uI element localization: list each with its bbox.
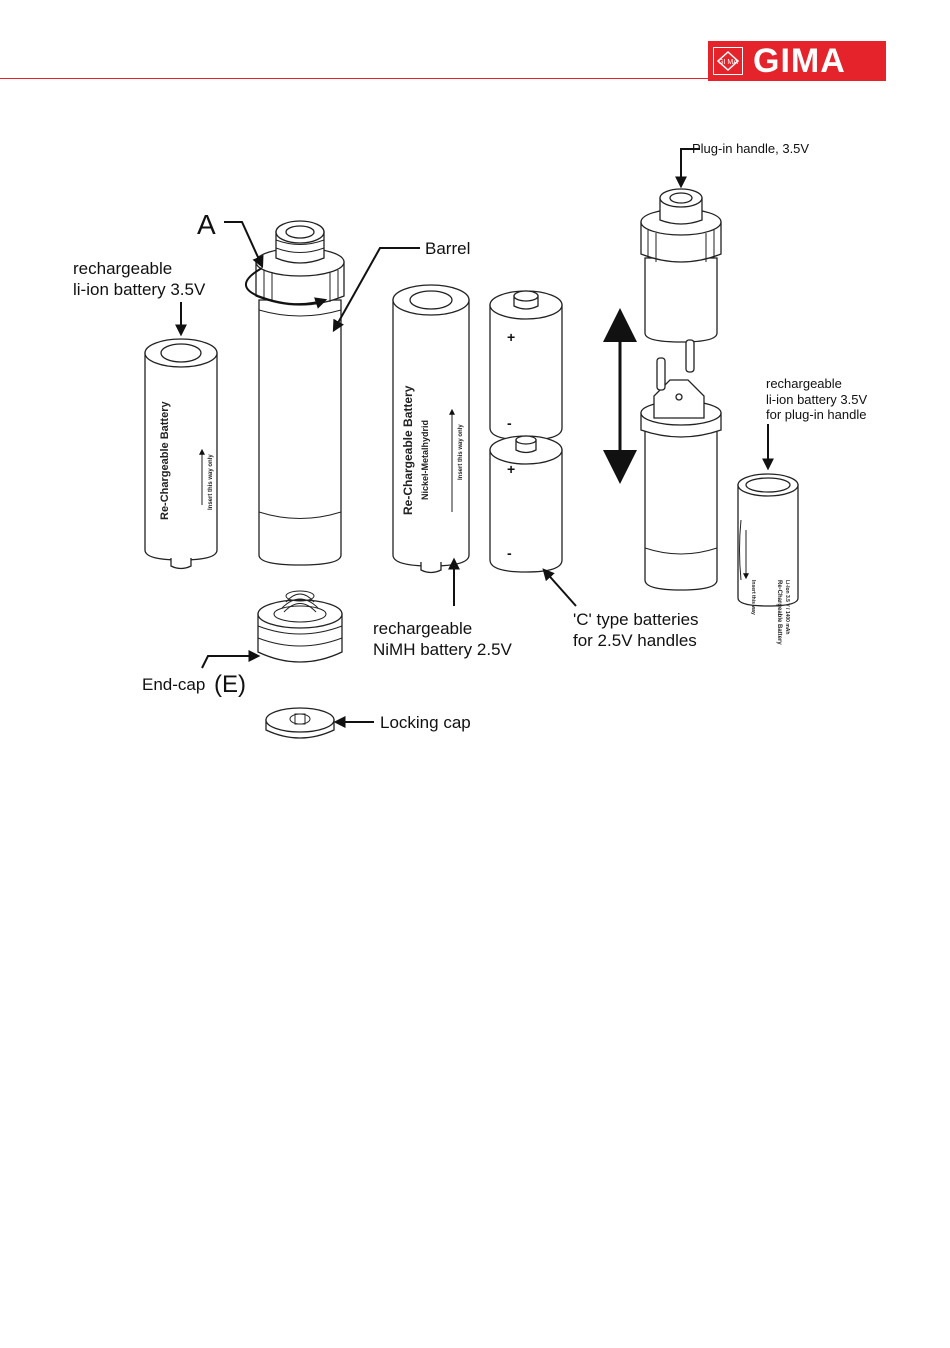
nimh-chem-text: Nickel-Metalhydrid <box>420 420 430 500</box>
c-top-plus: + <box>507 329 515 345</box>
barrel-pointer-icon <box>332 247 420 333</box>
liion-note-text: Insert this way only <box>208 454 214 510</box>
c-bottom-plus: + <box>507 461 515 477</box>
nimh-note-text: Insert this way only <box>458 424 464 480</box>
nimh-battery: Re-Chargeable Battery Nickel-Metalhydrid… <box>392 284 470 574</box>
label-endcap-marker: (E) <box>214 671 246 698</box>
label-plugin-batt-line1: rechargeable <box>766 376 842 391</box>
plugin-liion-battery: Re-Chargeable Battery Li-Ion 3.5 V / 140… <box>737 473 799 645</box>
label-nimh-line1: rechargeable <box>373 619 472 638</box>
label-liion-line1: rechargeable <box>73 259 172 278</box>
label-ctype-line2: for 2.5V handles <box>573 631 697 650</box>
label-barrel: Barrel <box>425 239 470 258</box>
plugin-handle-bottom <box>640 339 722 591</box>
label-locking-cap: Locking cap <box>380 713 471 732</box>
endcap-pointer-icon <box>201 650 261 669</box>
plugin-spec-text: Li-Ion 3.5 V / 1400 mAh <box>784 580 790 634</box>
c-type-battery-top: + - <box>489 290 563 441</box>
plugin-handle-pointer-icon <box>675 148 700 189</box>
plugin-note-text: Insert this way <box>750 580 756 615</box>
end-cap <box>257 590 343 663</box>
nimh-brand-text: Re-Chargeable Battery <box>401 385 415 515</box>
ctype-pointer-icon <box>542 568 577 607</box>
svg-text:GI MA: GI MA <box>718 59 738 66</box>
gima-logo: GI MA GIMA <box>708 41 886 81</box>
gima-badge-icon: GI MA <box>713 47 743 75</box>
liion-battery: Re-Chargeable Battery Insert this way on… <box>144 338 218 570</box>
header-rule <box>0 78 708 79</box>
barrel <box>245 220 345 566</box>
label-endcap: End-cap <box>142 675 205 694</box>
brand-name: GIMA <box>753 42 846 80</box>
a-pointer-icon <box>224 221 264 269</box>
locking-cap <box>265 707 335 739</box>
label-plugin-batt-line2: li-ion battery 3.5V <box>766 392 867 407</box>
liion-brand-text: Re-Chargeable Battery <box>159 401 171 520</box>
label-liion-line2: li-ion battery 3.5V <box>73 280 206 299</box>
double-arrow-icon <box>603 308 637 484</box>
label-plugin-batt-line3: for plug-in handle <box>766 407 866 422</box>
label-plugin-handle: Plug-in handle, 3.5V <box>692 141 809 156</box>
label-nimh-line2: NiMH battery 2.5V <box>373 640 513 659</box>
c-type-battery-bottom: + - <box>489 435 563 573</box>
plugin-handle-top <box>640 188 722 343</box>
rotation-arrow-icon <box>245 267 328 309</box>
c-bottom-minus: - <box>507 545 512 561</box>
c-top-minus: - <box>507 415 512 431</box>
plugin-brand-text: Re-Chargeable Battery <box>776 580 782 645</box>
label-ctype-line1: 'C' type batteries <box>573 610 699 629</box>
label-a: A <box>197 209 216 240</box>
